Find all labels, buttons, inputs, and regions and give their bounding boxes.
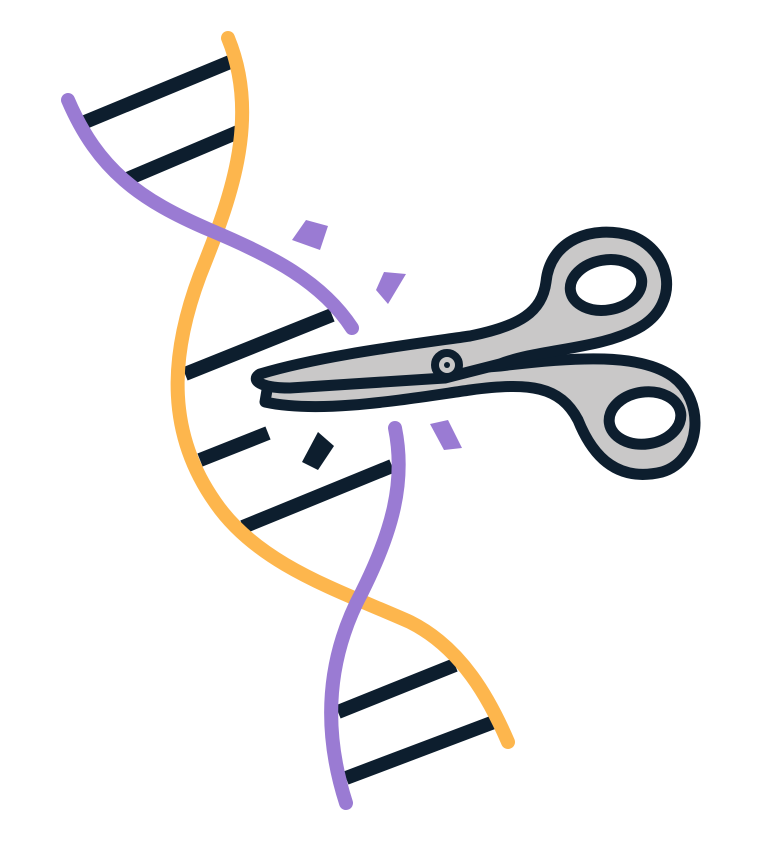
dna-rung bbox=[82, 55, 233, 129]
dna-rung bbox=[335, 658, 458, 719]
dna-rung bbox=[182, 308, 335, 381]
fragment bbox=[302, 432, 334, 470]
scissors-pivot-center bbox=[444, 362, 450, 368]
fragment bbox=[430, 420, 462, 450]
dna-rungs bbox=[82, 55, 497, 785]
scissors-lower-handle-hole bbox=[603, 386, 687, 450]
dna-strand-orange bbox=[170, 31, 515, 749]
fragment bbox=[376, 272, 406, 304]
scissors-upper-blade bbox=[250, 226, 673, 394]
dna-rung bbox=[122, 125, 241, 187]
dna-strand-purple-top bbox=[61, 93, 359, 335]
scissors-upper-handle-hole bbox=[564, 254, 648, 316]
dna-rung bbox=[343, 715, 497, 785]
cut-fragments bbox=[292, 220, 462, 470]
dna-rung-broken bbox=[197, 426, 271, 467]
fragment bbox=[292, 220, 328, 250]
scissors-icon bbox=[250, 226, 701, 480]
dna-rung bbox=[240, 459, 395, 534]
dna-strand-purple-bottom bbox=[324, 421, 406, 810]
